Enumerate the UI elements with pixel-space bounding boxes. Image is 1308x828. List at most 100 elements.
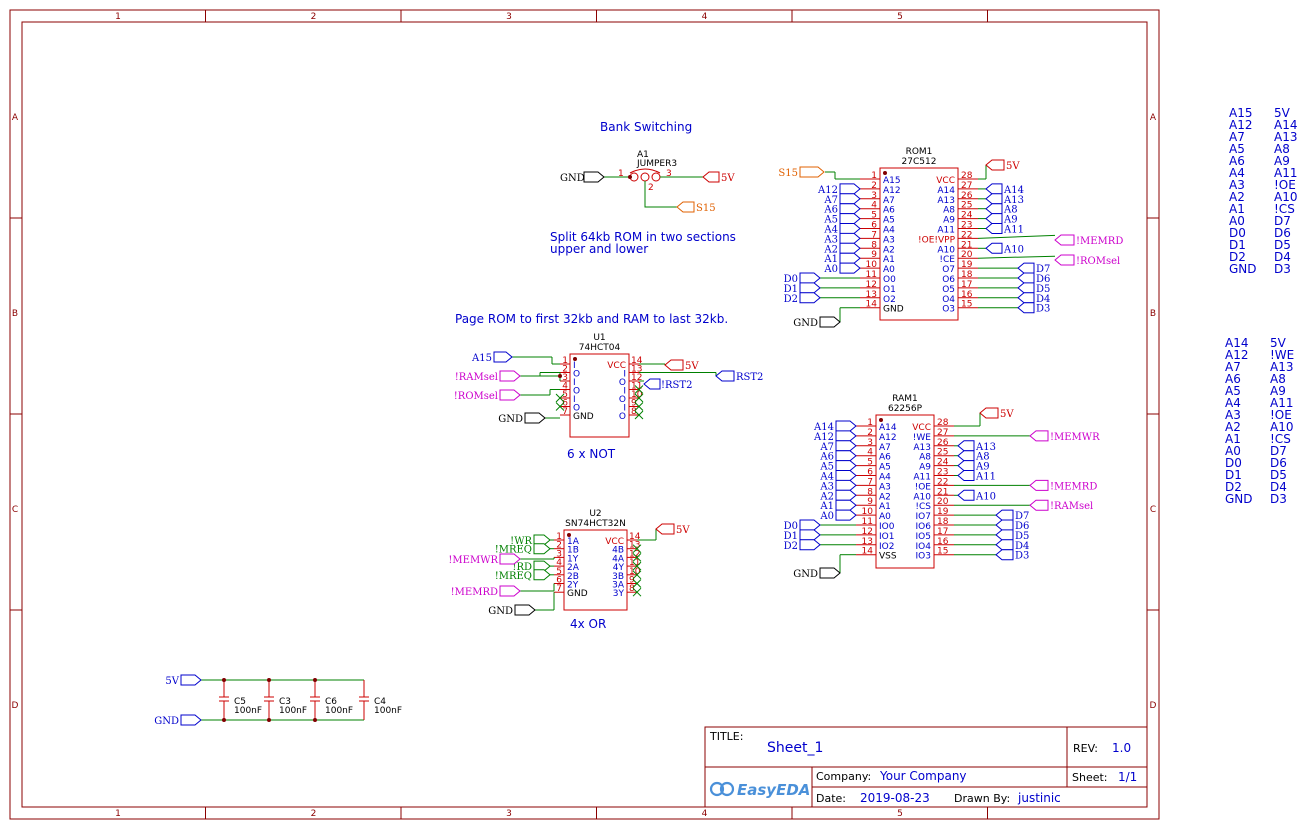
- net-label: D2: [784, 541, 798, 552]
- pin-name: O4: [942, 295, 955, 305]
- pin-list-left: A2: [1229, 190, 1245, 204]
- pin-name: O: [619, 412, 626, 422]
- no-connect-mark: [634, 402, 644, 411]
- pin-number: 15: [937, 547, 948, 557]
- net-label: !MEMWR: [1050, 432, 1100, 443]
- pin-number: 1: [867, 418, 873, 428]
- pin-list-right: D6: [1274, 226, 1291, 240]
- net-label: D7: [1036, 264, 1050, 275]
- net-label: !ROMsel: [1076, 256, 1120, 267]
- net-label: A2: [823, 244, 838, 255]
- date-label: Date:: [816, 792, 846, 805]
- pin-number: 2: [867, 428, 873, 438]
- pin-name: O1: [883, 285, 896, 295]
- pin-list-row: A3!OE: [1229, 179, 1308, 191]
- pin-number: 9: [629, 576, 635, 586]
- pin-name: 2B: [567, 572, 579, 582]
- cloud-icon: [709, 781, 735, 797]
- net-label: GND: [154, 716, 179, 727]
- pin-list-row: A6 A9: [1229, 155, 1308, 167]
- pin-number: 5: [867, 458, 873, 468]
- pin-name: A4: [883, 226, 895, 236]
- pin-number: 16: [937, 537, 949, 547]
- cap-value: 100nF: [374, 706, 402, 716]
- pin-number: 15: [961, 300, 972, 310]
- pin-list-left: A3: [1225, 408, 1241, 422]
- net-label: 5V: [685, 361, 699, 372]
- pin-name: 3A: [612, 581, 625, 591]
- net-label: !MREQ: [495, 545, 532, 556]
- pin-name: 1A: [567, 537, 580, 547]
- pin-name: A9: [919, 463, 931, 473]
- pin-number: 18: [937, 517, 949, 527]
- pin-number: 24: [937, 458, 949, 468]
- net-label: A12: [817, 185, 838, 196]
- pin-name: IO1: [879, 532, 894, 542]
- pin-number: 11: [862, 517, 873, 527]
- pin-list-right: !OE: [1270, 408, 1292, 422]
- pin-number: 17: [937, 527, 948, 537]
- pin-number: 7: [562, 407, 568, 417]
- net-label: 5V: [1006, 161, 1020, 172]
- pin-list-left: A7: [1225, 360, 1241, 374]
- net-label: D4: [1036, 294, 1050, 305]
- no-connect-mark: [632, 544, 642, 554]
- pin-list-left: A6: [1229, 154, 1245, 168]
- net-label: A0: [819, 511, 834, 522]
- chip-ref: ROM1: [906, 147, 933, 157]
- pin-name: I: [623, 404, 626, 414]
- pin-number: 3: [867, 438, 873, 448]
- jumper-pin3: 3: [666, 169, 672, 179]
- net-label: A11: [1003, 225, 1024, 236]
- note-6-not: 6 x NOT: [567, 447, 616, 461]
- chip-ref: RAM1: [892, 394, 918, 404]
- net-label: D6: [1036, 274, 1050, 285]
- pin-name: A8: [919, 453, 931, 463]
- net-label: D1: [784, 531, 798, 542]
- pin-name: A5: [883, 216, 895, 226]
- pin-number: 13: [862, 537, 873, 547]
- chip-ref: U2: [589, 509, 601, 519]
- net-label: A10: [1003, 244, 1024, 255]
- net-label: A4: [823, 225, 838, 236]
- column-label: 4: [702, 12, 708, 22]
- pin-list-right: A9: [1274, 154, 1290, 168]
- pin-name: O: [619, 395, 626, 405]
- pin-list-right: A11: [1270, 396, 1294, 410]
- pin-list-right: D4: [1274, 250, 1291, 264]
- pin-name: IO3: [916, 552, 931, 562]
- pin-number: 3: [556, 549, 562, 559]
- cap-ref: C4: [374, 697, 386, 707]
- pin-number: 13: [631, 365, 642, 375]
- pin-list-right: A13: [1274, 130, 1298, 144]
- pin-number: 10: [866, 260, 878, 270]
- pin-name: O0: [883, 275, 896, 285]
- pin-number: 8: [631, 407, 637, 417]
- net-label: A14: [813, 422, 834, 433]
- column-label: 1: [115, 12, 121, 22]
- no-connect-mark: [632, 553, 642, 562]
- pin-number: 11: [631, 382, 642, 392]
- note-page-rom: Page ROM to first 32kb and RAM to last 3…: [455, 312, 728, 326]
- no-connect-mark: [632, 579, 642, 588]
- net-label: A0: [823, 264, 838, 275]
- pin-name: A13: [937, 196, 955, 206]
- jumper-5v-flag: 5V: [702, 171, 735, 184]
- chip-value: SN74HCT32N: [565, 519, 626, 529]
- wire: [977, 234, 1056, 239]
- pin-name: O2: [883, 295, 896, 305]
- pin-number: 11: [866, 270, 877, 280]
- net-label: !RST2: [661, 380, 692, 391]
- net-label: !ROMsel: [454, 391, 498, 402]
- pin-number: 13: [629, 541, 640, 551]
- cap-value: 100nF: [279, 706, 307, 716]
- pin-number: 24: [961, 211, 973, 221]
- rev-label: REV:: [1073, 742, 1098, 755]
- pin-number: 2: [556, 541, 562, 551]
- pin-list-right: D5: [1270, 468, 1287, 482]
- no-connect-mark: [555, 393, 565, 403]
